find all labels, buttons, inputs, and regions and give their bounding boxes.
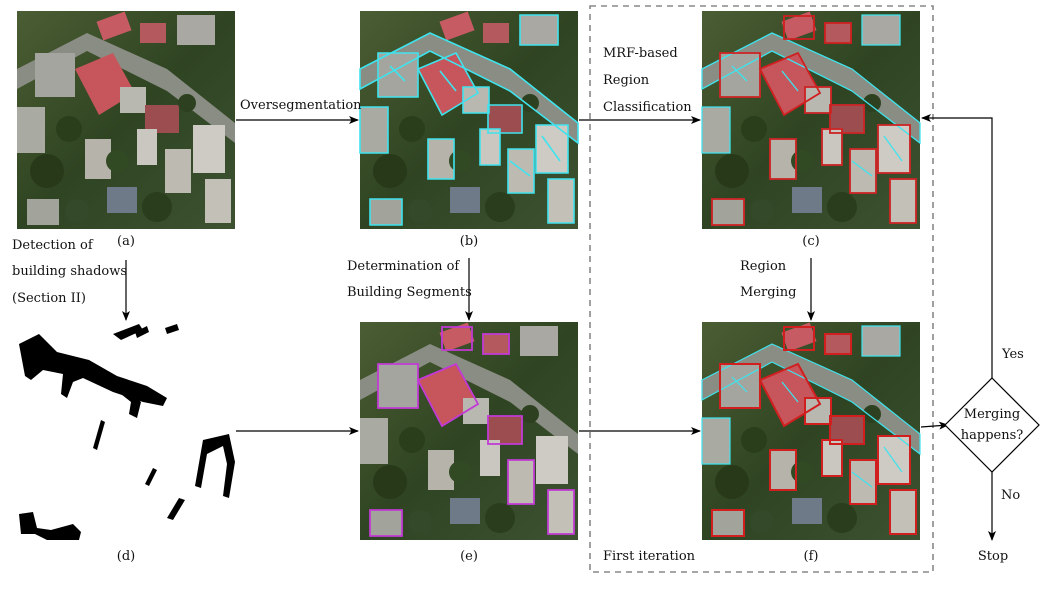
- decision-question-line-2: happens?: [961, 428, 1024, 443]
- step-mrf-line-1: MRF-based: [603, 46, 678, 61]
- first-iteration-label: First iteration: [603, 549, 696, 564]
- panel-a-image: [17, 11, 235, 229]
- step-shadow-line-3: (Section II): [12, 291, 86, 306]
- panel-d-shadow-mask: [17, 322, 235, 540]
- panel-c-image: [701, 11, 921, 229]
- panel-b-image: [359, 11, 579, 229]
- caption-d: (d): [117, 549, 135, 564]
- caption-e: (e): [460, 549, 478, 564]
- step-region-merging-line-2: Merging: [740, 285, 796, 300]
- no-label: No: [1001, 488, 1020, 503]
- arrow-yes-loop: [921, 114, 993, 378]
- step-shadow-line-1: Detection of: [12, 238, 94, 253]
- panel-e-image: [360, 322, 578, 540]
- caption-f: (f): [804, 549, 819, 564]
- caption-c: (c): [802, 234, 819, 249]
- stop-label: Stop: [978, 549, 1008, 564]
- decision-diamond: [944, 377, 1040, 473]
- caption-b: (b): [460, 234, 478, 249]
- step-building-segments-line-2: Building Segments: [347, 285, 472, 300]
- step-shadow-line-2: building shadows: [12, 264, 127, 279]
- decision-question-line-1: Merging: [964, 407, 1020, 422]
- caption-a: (a): [117, 234, 135, 249]
- first-iteration-box: [589, 5, 934, 573]
- arrow-f-to-decision: [920, 421, 949, 430]
- step-building-segments-line-1: Determination of: [347, 259, 460, 274]
- panel-f-image: [701, 322, 921, 540]
- step-mrf-line-2: Region: [603, 73, 650, 88]
- step-region-merging-line-1: Region: [740, 259, 787, 274]
- step-oversegmentation: Oversegmentation: [240, 98, 362, 113]
- step-mrf-line-3: Classification: [603, 100, 692, 115]
- yes-label: Yes: [1001, 347, 1024, 362]
